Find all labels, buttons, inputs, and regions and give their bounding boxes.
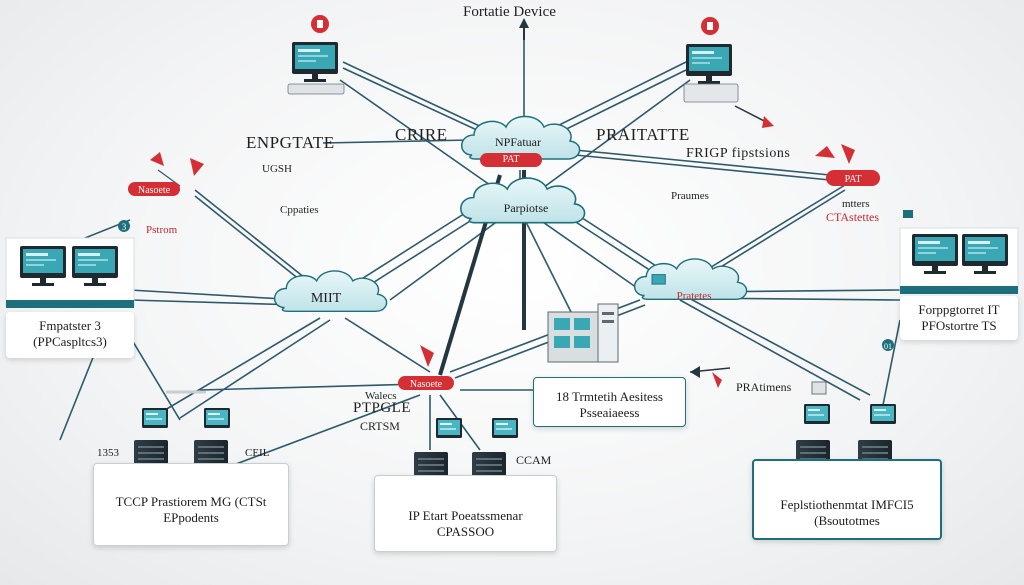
up-arrow-icon (519, 18, 529, 40)
firewall-icon-right (815, 144, 855, 164)
label-ccam: CCAM (516, 453, 552, 467)
label-ctasettes: CTAstettes (826, 210, 880, 224)
label-endpgtate: ENPGTATE (246, 133, 335, 152)
label-praitatte: PRAITATTE (596, 125, 690, 144)
label-crire: CRIRE (395, 125, 448, 144)
label-ugsi: UGSH (262, 163, 292, 175)
badge-right-label: 01 (884, 342, 892, 351)
firewall-badge-center (398, 376, 454, 390)
label-ptpgle: PTPGLE (353, 400, 412, 416)
tiny-device-center-right (811, 381, 827, 395)
box-center: 18 Trmtetih Aesitess Psseaiaeess (533, 377, 686, 427)
box-bottom-left: TCCP Prastiorem MG (CTSt EPpodents (93, 463, 289, 546)
tiny-device-right (903, 210, 913, 218)
cloud-top (460, 115, 581, 167)
cloud-top-label: NPFatuar (495, 135, 541, 149)
label-ceil: CEIL (245, 447, 270, 459)
workstation-left (5, 237, 135, 308)
pointer-arrow-top-right (734, 105, 774, 128)
box-right: Forppgtorret IT PFOstortre TS (900, 296, 1018, 340)
cloud-mid-right (633, 258, 748, 301)
box-bottom-right-line2: (Bsoutotmes (814, 513, 880, 529)
cloud-top-tag: PAT (503, 154, 520, 165)
diagram-title: Fortatie Device (463, 4, 556, 20)
pointer-arrow-center-right (689, 366, 731, 388)
shield-icon-top-left (311, 15, 329, 33)
label-walecs: Walecs (365, 390, 397, 402)
firewall-badge-right (826, 170, 880, 186)
badge-left (118, 220, 130, 232)
box-center-line2: Psseaiaeess (579, 405, 640, 421)
firewall-badge-right-label: PAT (845, 174, 862, 185)
label-pstrom: Pstrom (146, 224, 178, 236)
workstation-top-right (683, 44, 739, 103)
firewall-icon-center (420, 345, 434, 367)
server-rack-center (547, 303, 619, 363)
box-bottom-right: Feplstiothenmtat IMFCI5 (Bsoutotmes (752, 459, 942, 540)
badge-left-label: 3 (122, 222, 127, 232)
cloud-mid-left-label: MIIT (311, 291, 342, 306)
label-1353: 1353 (97, 447, 119, 459)
firewall-icon-left (150, 152, 204, 187)
box-bottom-right-line1: Feplstiothenmtat IMFCI5 (780, 497, 914, 512)
box-bottom-left-line2: EPpodents (163, 510, 219, 526)
label-mtters: mtters (842, 198, 870, 210)
box-bottom-center: IP Etart Poeatssmenar CPASSOO (374, 475, 557, 552)
box-center-line1: 18 Trmtetih Aesitess (556, 389, 663, 404)
label-crtsm: CRTSM (360, 419, 400, 433)
box-left-line2: (PPCaspltcs3) (33, 334, 107, 350)
box-left-line1: Fmpatster 3 (39, 318, 101, 333)
cloud-mid-right-label: Pratetes (677, 290, 712, 302)
box-right-line1: Forppgtorret IT (918, 302, 1000, 317)
shield-icon-top-right (701, 17, 719, 35)
firewall-badge-left (128, 182, 180, 196)
box-bottom-center-line1: IP Etart Poeatssmenar (408, 508, 523, 523)
label-praumes: Praumes (671, 190, 709, 202)
workstation-top-left (287, 42, 345, 95)
badge-right (882, 339, 894, 351)
box-left: Fmpatster 3 (PPCaspltcs3) (6, 312, 134, 358)
firewall-badge-center-label: Nasoete (410, 379, 443, 390)
label-frigp: FRIGP fipstsions (686, 146, 791, 161)
cloud-center-label: Parpiotse (504, 201, 549, 215)
box-bottom-left-line1: TCCP Prastiorem MG (CTSt (115, 494, 267, 509)
box-right-line2: PFOstortre TS (921, 318, 997, 334)
firewall-badge-left-label: Nasoete (138, 185, 171, 196)
label-cppaties: Cppaties (280, 204, 319, 216)
label-pratimens: PRAtimens (736, 380, 792, 394)
workstation-right (899, 227, 1019, 294)
box-bottom-center-line2: CPASSOO (436, 524, 495, 540)
